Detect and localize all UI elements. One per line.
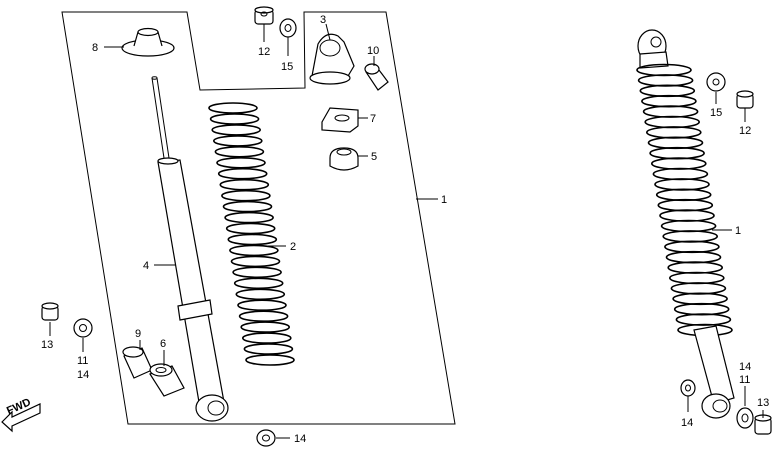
spring-coil [237, 299, 287, 312]
label-15-right: 15 [710, 107, 722, 119]
spring-coil [647, 136, 704, 150]
spring-coil [675, 313, 732, 326]
spring-coil [229, 244, 279, 257]
label-15-upper: 15 [281, 61, 293, 73]
spring-coil [652, 167, 709, 181]
spring-coil [217, 167, 268, 180]
part-4-damper [151, 76, 229, 422]
spring-coil [214, 146, 265, 158]
part-12-nut-right [736, 90, 754, 109]
spring-coil [662, 230, 719, 243]
label-14-right-top: 14 [739, 361, 751, 373]
spring-coil [649, 146, 705, 160]
fwd-arrow [1, 403, 41, 433]
spring-coil [657, 198, 714, 212]
part-3-upper-mount [309, 33, 355, 85]
part-2-spring [208, 102, 295, 366]
label-9: 9 [135, 328, 141, 340]
spring-coil [224, 211, 274, 224]
label-13-left: 13 [41, 339, 53, 351]
label-11-left: 11 [77, 355, 88, 367]
spring-coil [655, 188, 712, 202]
label-11-right: 11 [739, 374, 750, 386]
part-13-nut-left [41, 302, 59, 321]
spring-coil [664, 240, 720, 254]
part-5-bushing [329, 147, 359, 171]
label-14-bottom: 14 [294, 433, 306, 445]
spring-coil [221, 189, 271, 202]
label-7: 7 [370, 113, 376, 125]
spring-coil [222, 200, 273, 213]
label-12-right: 12 [739, 125, 751, 137]
spring-coil [227, 233, 278, 246]
part-7-rubber-pad [321, 107, 359, 133]
part-12-nut [254, 6, 274, 25]
part-11-14-washer-left [73, 318, 93, 338]
part-14-11-washer-right [736, 407, 754, 429]
part-8-spring-seat [121, 27, 175, 57]
spring-coil [219, 178, 270, 191]
spring-coil [639, 84, 696, 98]
spring-coil [637, 74, 694, 87]
spring-coil [232, 266, 282, 279]
label-2: 2 [290, 241, 296, 253]
part-15-washer-right [706, 72, 726, 92]
leader-lines [49, 23, 764, 439]
spring-coil [230, 255, 281, 268]
assembly-outline [61, 11, 456, 425]
spring-coil [240, 321, 291, 333]
spring-coil [235, 288, 286, 301]
spring-coil [233, 277, 284, 290]
label-6: 6 [160, 338, 166, 350]
spring-coil [654, 178, 710, 191]
spring-coil [660, 219, 717, 233]
label-14-left: 14 [77, 369, 89, 381]
spring-coil [670, 282, 727, 295]
spring-coil [216, 157, 266, 169]
spring-coil [642, 105, 699, 118]
label-8: 8 [92, 42, 98, 54]
spring-coil [645, 126, 702, 139]
spring-coil [672, 292, 728, 306]
assembled-spring [636, 63, 733, 337]
label-1-exploded: 1 [441, 194, 447, 206]
spring-coil [245, 354, 295, 366]
part-10-collar [364, 63, 389, 91]
label-13-right: 13 [757, 397, 769, 409]
label-1-assembled: 1 [735, 225, 741, 237]
label-3: 3 [320, 14, 326, 26]
spring-coil [243, 343, 294, 355]
spring-coil [644, 115, 701, 129]
part-14-washer-right [680, 379, 696, 397]
assembled-shock-absorber [636, 29, 735, 419]
spring-coil [213, 135, 263, 147]
label-4: 4 [143, 260, 149, 272]
spring-coil [208, 102, 258, 114]
spring-coil [673, 302, 730, 316]
label-5: 5 [371, 151, 377, 163]
spring-coil [667, 261, 724, 274]
part-6-bushing [149, 363, 185, 397]
spring-coil [225, 222, 276, 235]
spring-coil [238, 310, 289, 323]
spring-coil [211, 124, 261, 136]
spring-coil [659, 209, 715, 222]
part-9-collar [122, 346, 153, 379]
part-14-washer-bottom [256, 429, 276, 447]
spring-coil [209, 113, 260, 125]
part-15-washer [279, 18, 297, 38]
spring-coil [650, 157, 707, 170]
label-10: 10 [367, 45, 379, 57]
spring-coil [665, 250, 722, 264]
spring-coil [241, 332, 292, 344]
spring-coil [641, 94, 697, 108]
label-14-right-bottom: 14 [681, 417, 693, 429]
spring-coil [668, 271, 725, 285]
label-12-upper: 12 [258, 46, 270, 58]
